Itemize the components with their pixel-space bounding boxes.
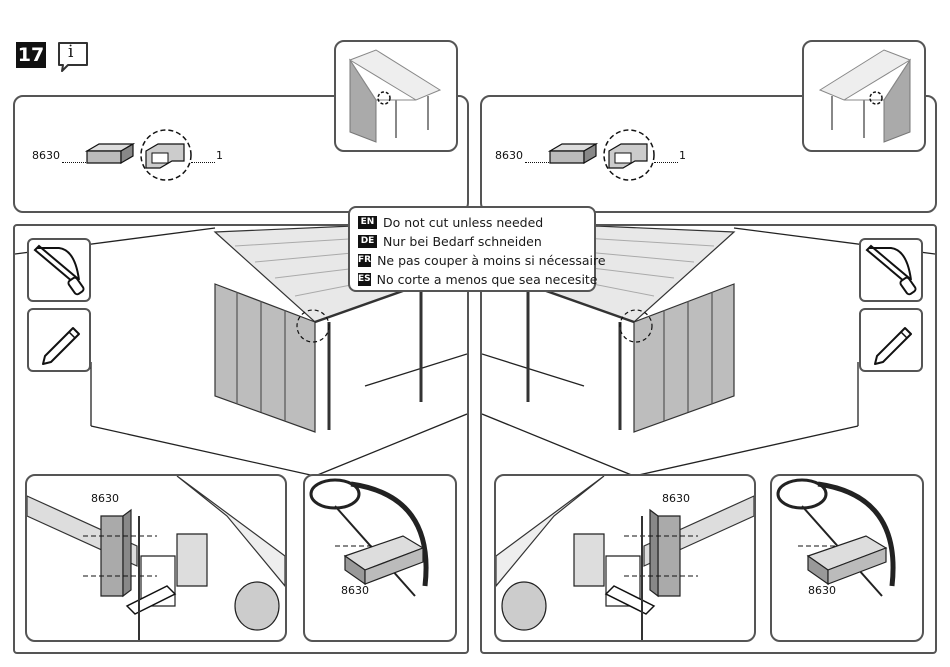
legend-row-es: ES No corte a menos que sea necesite bbox=[358, 270, 586, 289]
lang-badge: EN bbox=[358, 216, 377, 229]
detail-part-code: 8630 bbox=[808, 584, 836, 597]
part-quantity: 1 bbox=[679, 149, 686, 162]
lang-badge: FR bbox=[358, 254, 371, 267]
profile-detail-icon bbox=[138, 127, 194, 183]
step-number: 17 bbox=[16, 42, 46, 68]
part-code: 8630 bbox=[495, 149, 523, 162]
profile-part-icon bbox=[548, 141, 598, 169]
legend-text: Do not cut unless needed bbox=[383, 215, 543, 230]
legend-text: No corte a menos que sea necesite bbox=[377, 272, 598, 287]
legend-row-fr: FR Ne pas couper à moins si nécessaire bbox=[358, 251, 586, 270]
lang-badge: ES bbox=[358, 273, 371, 286]
location-thumbnail-left bbox=[334, 40, 458, 152]
saw-icon bbox=[859, 238, 923, 302]
pencil-icon bbox=[859, 308, 923, 372]
legend-row-de: DE Nur bei Bedarf schneiden bbox=[358, 232, 586, 251]
detail-part-code: 8630 bbox=[662, 492, 690, 505]
legend-row-en: EN Do not cut unless needed bbox=[358, 213, 586, 232]
profile-detail-icon bbox=[601, 127, 657, 183]
lang-badge: DE bbox=[358, 235, 377, 248]
location-thumbnail-right bbox=[802, 40, 926, 152]
detail-part-code: 8630 bbox=[91, 492, 119, 505]
detail-cut-profile: 8630 bbox=[303, 474, 457, 642]
profile-part-icon bbox=[85, 141, 135, 169]
leader-line bbox=[191, 162, 215, 163]
part-code: 8630 bbox=[32, 149, 60, 162]
detail-part-code: 8630 bbox=[341, 584, 369, 597]
saw-icon bbox=[27, 238, 91, 302]
part-quantity: 1 bbox=[216, 149, 223, 162]
legend-text: Nur bei Bedarf schneiden bbox=[383, 234, 542, 249]
detail-cut-profile: 8630 bbox=[770, 474, 924, 642]
leader-line bbox=[654, 162, 678, 163]
info-glyph: i bbox=[68, 42, 73, 62]
leader-line bbox=[525, 162, 549, 163]
pencil-icon bbox=[27, 308, 91, 372]
info-icon: i bbox=[56, 40, 90, 74]
detail-profile-fit: 8630 bbox=[494, 474, 756, 642]
cut-warning-legend: EN Do not cut unless needed DE Nur bei B… bbox=[348, 206, 596, 292]
detail-profile-fit: 8630 bbox=[25, 474, 287, 642]
legend-text: Ne pas couper à moins si nécessaire bbox=[377, 253, 605, 268]
